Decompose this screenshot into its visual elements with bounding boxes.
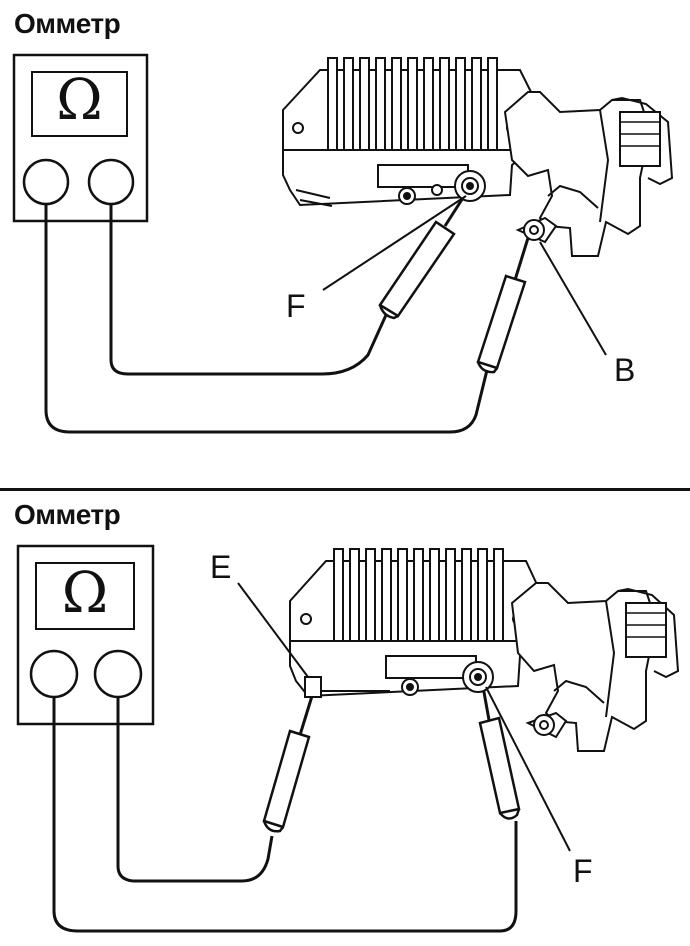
- test-leads: [52, 697, 518, 933]
- panel-divider: [0, 488, 690, 491]
- probe-f: [478, 680, 521, 820]
- voltage-regulator: [289, 548, 680, 752]
- probe-f: [378, 189, 470, 320]
- ohmmeter-title: Омметр: [14, 499, 121, 530]
- label-e: E: [210, 549, 232, 585]
- probe-b: [476, 237, 530, 374]
- ohm-symbol: Ω: [56, 68, 103, 133]
- top-panel: Омметр: [12, 8, 674, 434]
- callout-lines: [322, 195, 607, 356]
- ohmmeter: [16, 544, 155, 726]
- label-f: F: [573, 853, 593, 889]
- ohmmeter-title: Омметр: [14, 8, 121, 39]
- label-b: B: [614, 352, 636, 388]
- bottom-panel: Омметр: [0, 491, 690, 946]
- bottom-diagram: [16, 544, 680, 933]
- voltage-regulator: [282, 57, 674, 257]
- test-leads: [44, 204, 489, 434]
- label-f: F: [286, 288, 306, 324]
- ohm-symbol: Ω: [61, 561, 109, 626]
- callout-lines: [237, 582, 571, 852]
- probe-e: [262, 695, 314, 833]
- top-diagram: [12, 53, 674, 434]
